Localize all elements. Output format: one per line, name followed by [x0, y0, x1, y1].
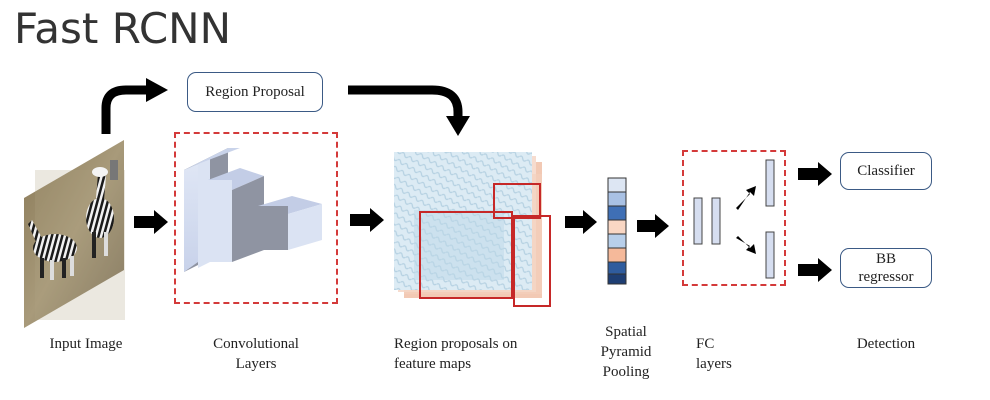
- caption-fc-layers: FC layers: [696, 334, 766, 374]
- curved-arrow-down-head: [446, 116, 470, 136]
- feature-maps: [394, 152, 542, 298]
- spp-column: [607, 177, 627, 285]
- conv-layers-dashed-frame: [174, 132, 338, 304]
- caption-proposals-line1: Region proposals on: [394, 336, 518, 352]
- flow-arrows: [134, 162, 832, 282]
- classifier-box: Classifier: [840, 152, 932, 190]
- caption-detection-text: Detection: [856, 336, 916, 352]
- bb-regressor-label-line2: regressor: [858, 269, 914, 285]
- caption-input-image: Input Image: [26, 334, 146, 354]
- caption-spp: Spatial Pyramid Pooling: [586, 322, 666, 382]
- caption-conv-line2: Layers: [235, 356, 277, 372]
- caption-spp-line2: Pyramid: [600, 344, 652, 360]
- bb-regressor-box: BB regressor: [840, 248, 932, 288]
- roi-box-small: [493, 183, 541, 219]
- classifier-label: Classifier: [857, 163, 915, 179]
- fc-layers-dashed-frame: [682, 150, 786, 286]
- bb-regressor-label-line1: BB: [875, 251, 896, 267]
- caption-detection: Detection: [834, 334, 938, 354]
- fc-inner-arrows: [736, 186, 756, 254]
- caption-fc-line1: FC: [696, 336, 715, 352]
- roi-box-tall: [513, 215, 551, 307]
- caption-conv-layers: Convolutional Layers: [186, 334, 326, 374]
- region-proposal-label: Region Proposal: [205, 84, 305, 100]
- curved-arrow-up-head: [146, 78, 168, 102]
- input-image: [24, 140, 125, 328]
- fc-layer-bars: [693, 159, 775, 279]
- region-proposal-box: Region Proposal: [187, 72, 323, 112]
- curved-arrow-up: [101, 85, 150, 134]
- diagram-title: Fast RCNN: [14, 4, 231, 53]
- caption-conv-line1: Convolutional: [213, 336, 299, 352]
- conv-layers-blocks: [184, 148, 322, 272]
- curved-arrow-down: [348, 85, 463, 120]
- caption-region-proposals: Region proposals on feature maps: [394, 334, 550, 374]
- caption-proposals-line2: feature maps: [394, 356, 472, 372]
- caption-spp-line3: Pooling: [602, 364, 650, 380]
- roi-box-large: [419, 211, 513, 299]
- caption-spp-line1: Spatial: [605, 324, 647, 340]
- caption-fc-line2: layers: [696, 356, 732, 372]
- caption-input-text: Input Image: [49, 336, 123, 352]
